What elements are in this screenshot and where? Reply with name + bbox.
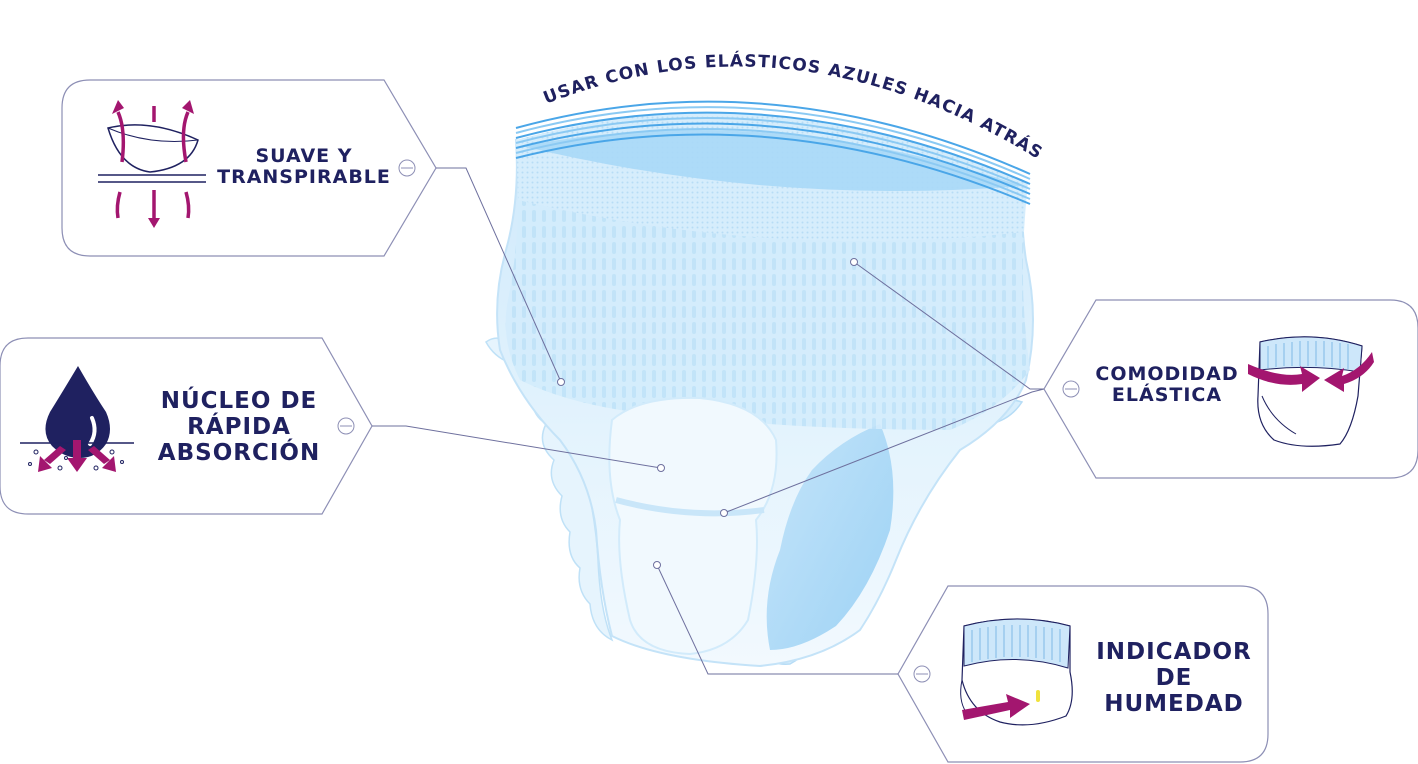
label-wetness-indicator: INDICADOR DE HUMEDAD bbox=[1086, 639, 1262, 717]
label-core-line2: RÁPIDA bbox=[187, 413, 291, 440]
water-drop-absorption-icon bbox=[20, 366, 134, 472]
pant-illustration bbox=[485, 100, 1034, 668]
waist-mesh bbox=[505, 200, 1030, 430]
leader-lines bbox=[372, 167, 1045, 675]
label-wetness-line3: HUMEDAD bbox=[1104, 690, 1244, 717]
leader-elastic-a bbox=[853, 261, 1044, 390]
leader-core bbox=[372, 425, 662, 469]
label-soft-line1: SUAVE Y bbox=[255, 145, 353, 167]
leader-wetness bbox=[656, 564, 898, 675]
label-wetness-line1: INDICADOR bbox=[1096, 639, 1252, 665]
label-core-line1: NÚCLEO DE bbox=[160, 388, 318, 414]
leader-soft bbox=[436, 167, 562, 383]
leader-dots bbox=[557, 258, 858, 569]
label-wetness-line2: DE bbox=[1155, 664, 1193, 691]
leader-elastic-b bbox=[723, 388, 1045, 514]
tag-core-absorption bbox=[0, 337, 373, 515]
label-elastic-line2: ELÁSTICA bbox=[1111, 384, 1223, 407]
absorbent-core bbox=[608, 396, 778, 656]
label-soft-breathable: SUAVE Y TRANSPIRABLE bbox=[206, 145, 402, 189]
label-core-line3: ABSORCIÓN bbox=[157, 439, 321, 466]
label-core-absorption: NÚCLEO DE RÁPIDA ABSORCIÓN bbox=[132, 388, 346, 466]
label-elastic-comfort: COMODIDAD ELÁSTICA bbox=[1084, 363, 1250, 407]
blue-elastics bbox=[515, 100, 1031, 205]
waistband-opening bbox=[522, 129, 1022, 191]
core-band bbox=[615, 497, 765, 517]
side-panel bbox=[766, 424, 894, 650]
stretch-waistband-icon bbox=[1248, 336, 1374, 447]
label-soft-line2: TRANSPIRABLE bbox=[217, 166, 391, 189]
feather-breathable-icon bbox=[98, 100, 206, 228]
wetness-indicator-icon bbox=[960, 618, 1073, 726]
label-elastic-line1: COMODIDAD bbox=[1095, 363, 1239, 385]
